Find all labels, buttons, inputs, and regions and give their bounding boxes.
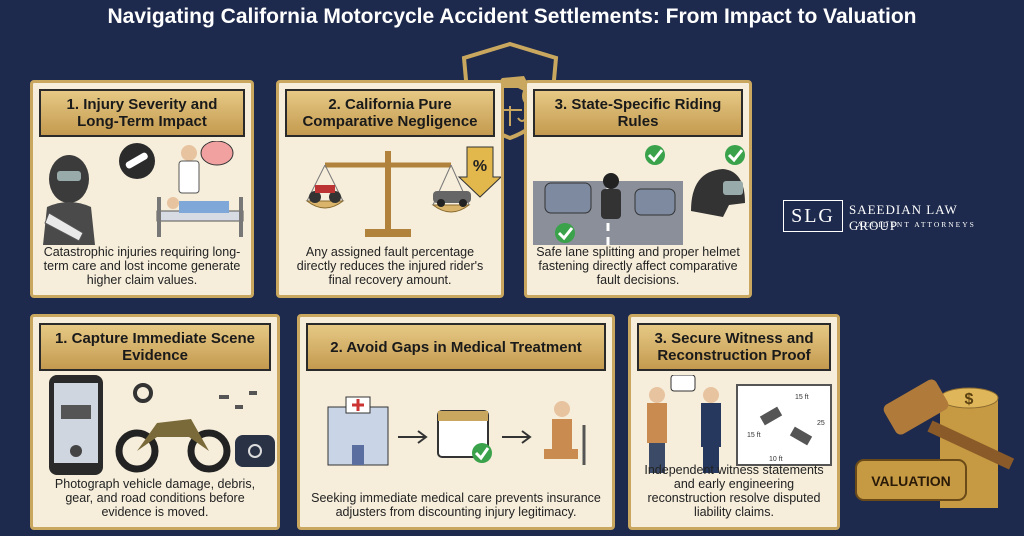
card-heading: 1. Capture Immediate Scene Evidence [39, 323, 271, 371]
percent-label: % [473, 158, 487, 175]
valuation-label: VALUATION [871, 473, 951, 489]
card-description: Catastrophic injuries requiring long-ter… [43, 245, 241, 287]
gavel-coins-illustration: $ VALUATION [855, 379, 1015, 508]
card-injury-severity: 1. Injury Severity and Long-Term Impact … [30, 80, 254, 298]
car-icon [544, 182, 592, 214]
scene-evidence-illustration [49, 375, 275, 475]
injury-illustration [43, 141, 244, 245]
helmet-icon [691, 169, 745, 217]
hospital-icon [327, 396, 389, 466]
logo-subtitle: ACCIDENT ATTORNEYS [857, 220, 976, 229]
rehab-patient-icon [544, 401, 586, 465]
logo-name: SAEEDIAN LAW GROUP [849, 202, 958, 233]
card-scene-evidence: 1. Capture Immediate Scene Evidence Phot… [30, 314, 280, 530]
arrow-right-icon [502, 430, 532, 444]
card-heading: 3. Secure Witness and Reconstruction Pro… [637, 323, 831, 371]
checkmark-icon [645, 145, 665, 165]
dimension-label: 25 [817, 420, 825, 427]
car-icon [634, 188, 676, 216]
calendar-icon [437, 410, 492, 463]
percent-down-icon: % [457, 146, 501, 198]
card-description: Independent witness statements and early… [644, 463, 824, 519]
car-icon [433, 191, 471, 207]
gear-icon [133, 383, 153, 403]
witness-illustration: 15 ft 15 ft 25 10 ft [647, 375, 832, 473]
card-heading: 2. Avoid Gaps in Medical Treatment [306, 323, 606, 371]
injured-rider-icon [43, 155, 95, 245]
riding-rules-illustration [533, 145, 745, 245]
arrow-right-icon [398, 430, 428, 444]
smartphone-camera-icon [49, 375, 103, 475]
motorcycle-icon [309, 185, 341, 203]
dollar-symbol: $ [965, 391, 974, 408]
checkmark-icon [555, 223, 575, 243]
motorcycle-icon [115, 419, 231, 473]
negligence-illustration: % [305, 146, 501, 237]
card-description: Seeking immediate medical care prevents … [311, 491, 601, 519]
reconstruction-diagram-icon: 15 ft 15 ft 25 10 ft [736, 384, 832, 466]
card-description: Any assigned fault percentage directly r… [296, 245, 484, 287]
hospital-bed-icon [156, 197, 244, 237]
logo-mark: SLG [783, 200, 843, 232]
brain-icon [200, 141, 234, 166]
dimension-label: 10 ft [769, 456, 783, 463]
card-heading: 3. State-Specific Riding Rules [533, 89, 743, 137]
card-description: Photograph vehicle damage, debris, gear,… [54, 477, 256, 519]
valuation-block-icon: VALUATION [855, 459, 967, 501]
motorcycle-rider-icon [601, 173, 621, 219]
witness-icon [647, 387, 667, 473]
law-group-logo: SLG SAEEDIAN LAW GROUP ACCIDENT ATTORNEY… [783, 196, 1003, 236]
card-medical-treatment: 2. Avoid Gaps in Medical Treatment Seeki… [297, 314, 615, 530]
card-riding-rules: 3. State-Specific Riding Rules Safe lane… [524, 80, 752, 298]
checkmark-icon [725, 145, 745, 165]
card-witness-reconstruction: 3. Secure Witness and Reconstruction Pro… [628, 314, 840, 530]
speech-bubble-icon [670, 375, 696, 392]
card-heading: 1. Injury Severity and Long-Term Impact [39, 89, 245, 137]
gear-bag-icon [235, 435, 275, 467]
medical-treatment-illustration [327, 396, 586, 466]
doctor-icon [178, 145, 200, 194]
dimension-label: 15 ft [795, 394, 809, 401]
debris-icon [219, 391, 257, 409]
page-title: Navigating California Motorcycle Acciden… [107, 5, 917, 28]
card-description: Safe lane splitting and proper helmet fa… [536, 245, 740, 287]
gavel-icon [883, 379, 1015, 470]
police-officer-icon [701, 387, 721, 473]
broken-bone-icon [119, 143, 155, 179]
card-comparative-negligence: 2. California Pure Comparative Negligenc… [276, 80, 504, 298]
dimension-label: 15 ft [747, 432, 761, 439]
card-heading: 2. California Pure Comparative Negligenc… [285, 89, 495, 137]
